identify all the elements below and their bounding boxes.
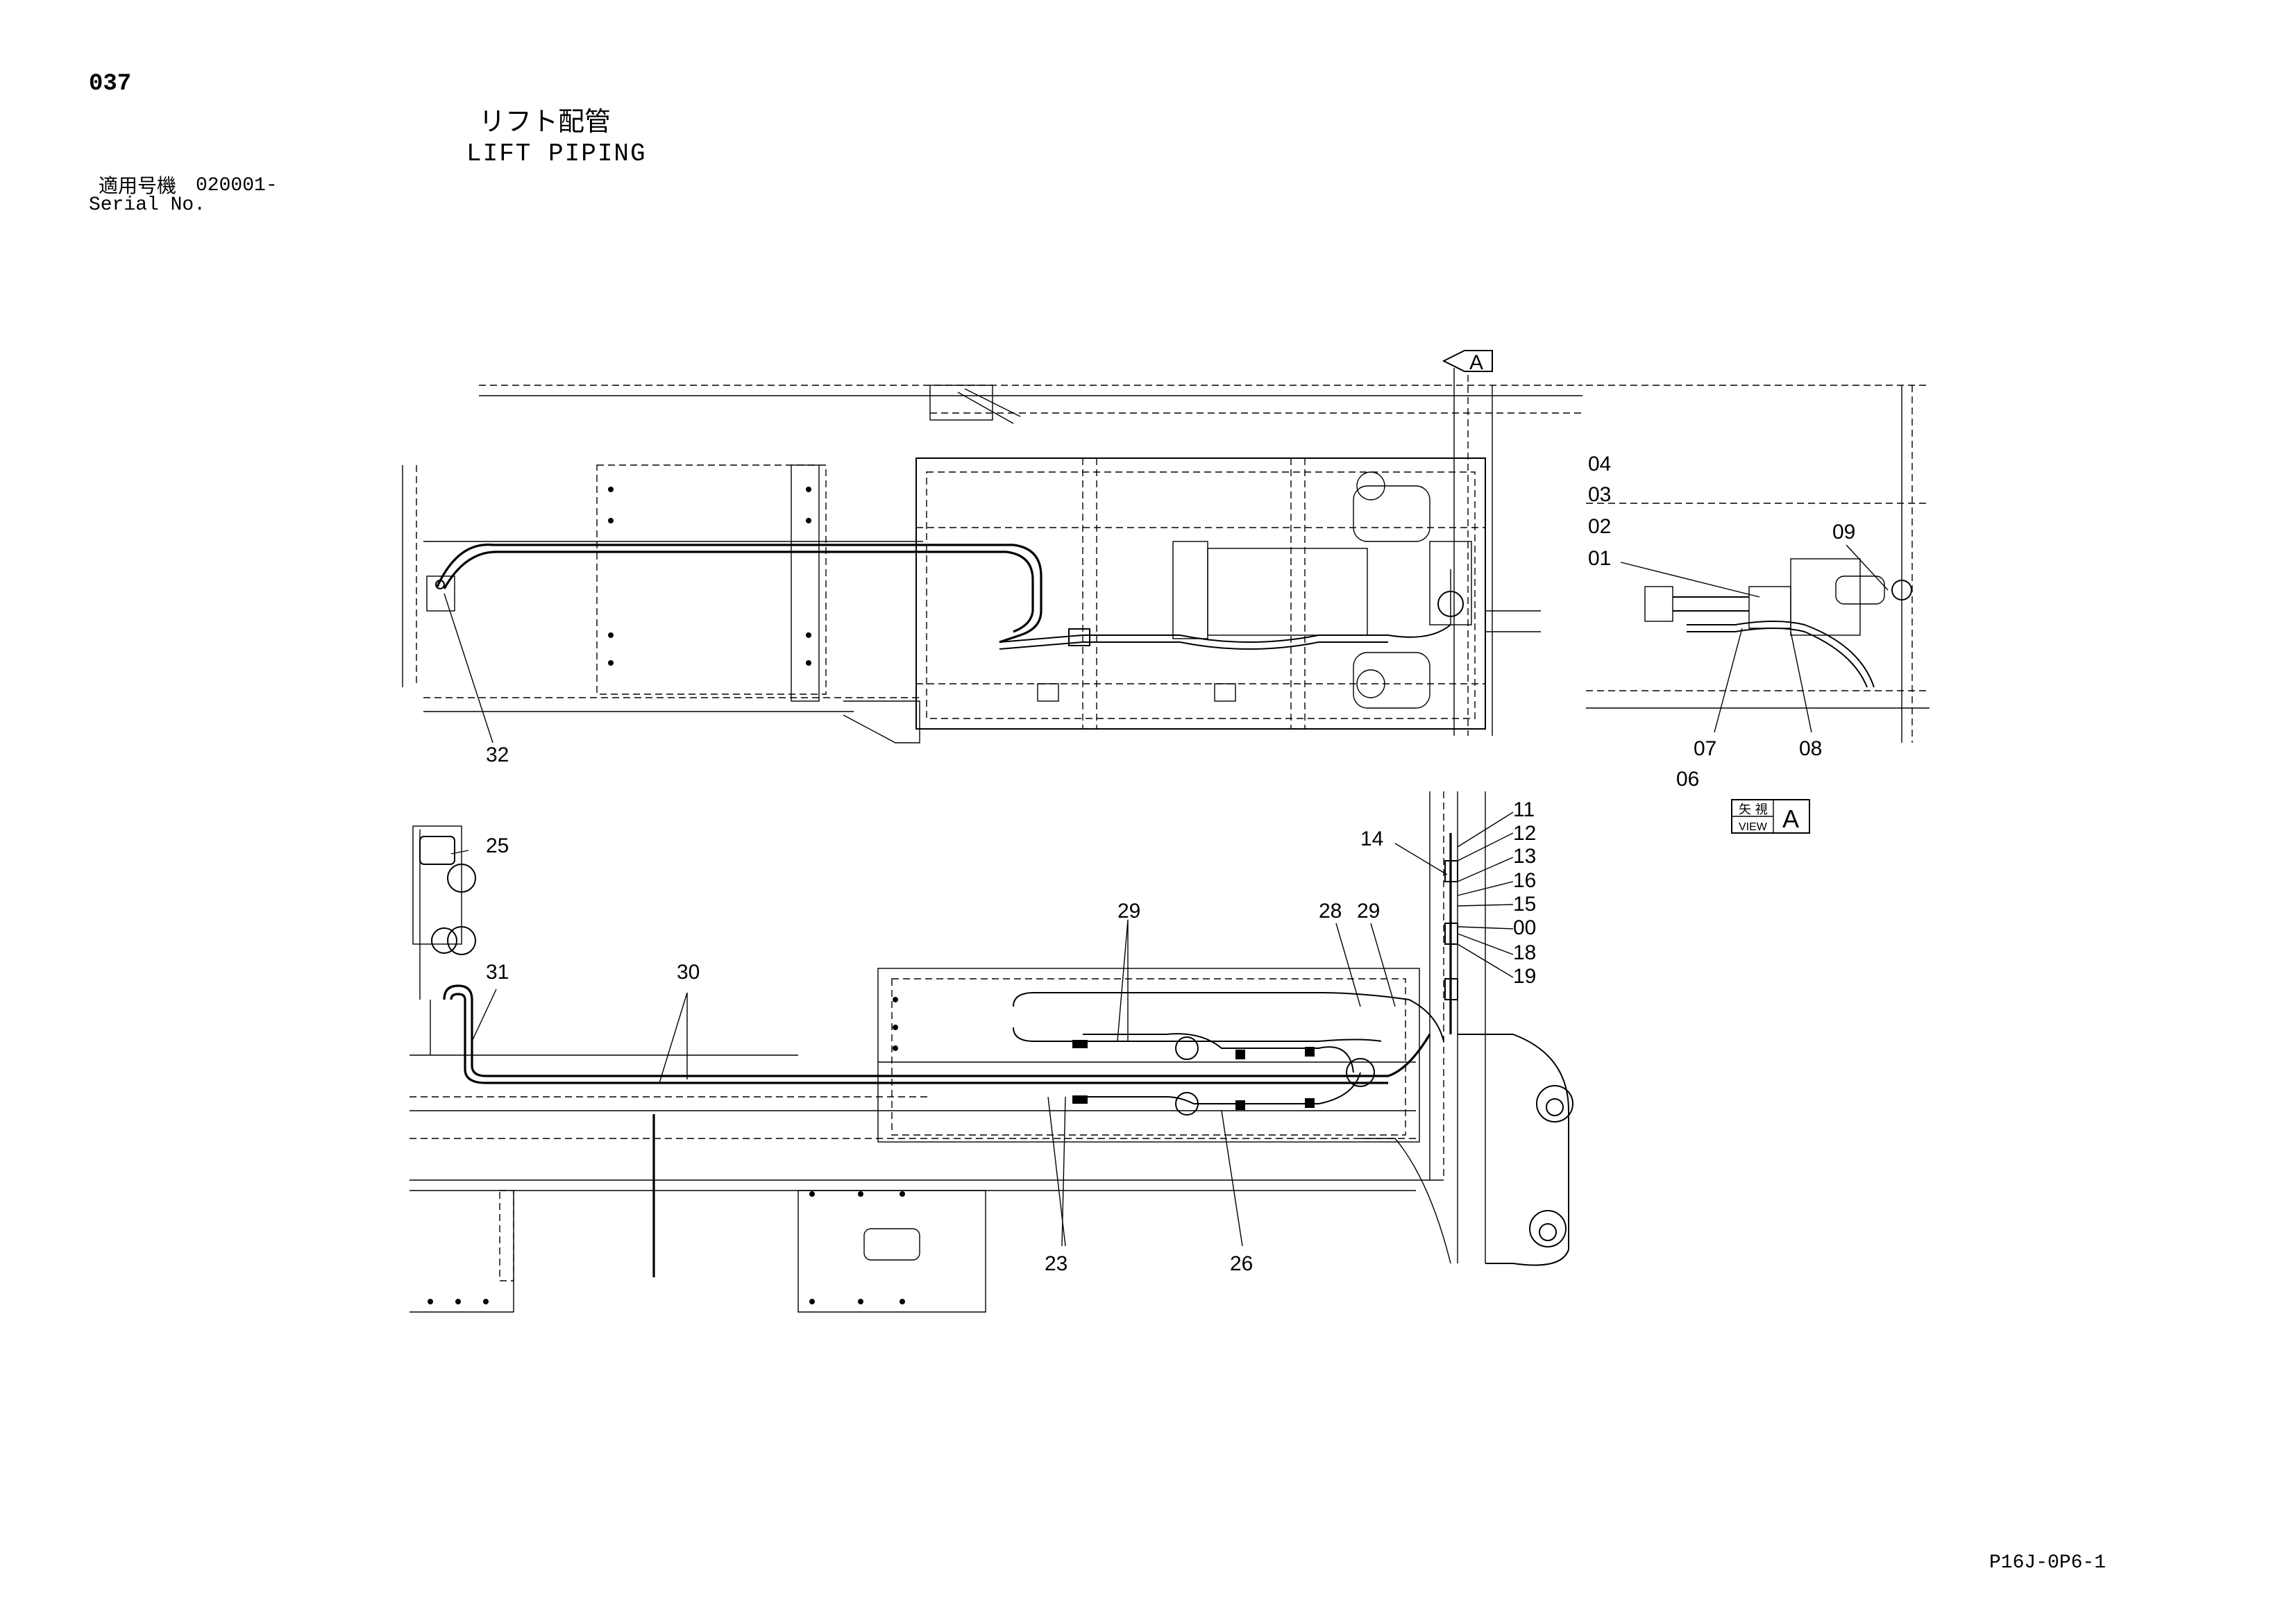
callout-11: 11 xyxy=(1513,798,1535,821)
lower-frame-view xyxy=(410,791,1573,1313)
callout-32: 32 xyxy=(486,743,509,766)
view-a-label-box: 矢 視 VIEW A xyxy=(1731,799,1810,834)
title-english: LIFT PIPING xyxy=(466,140,647,168)
view-box-label-en: VIEW xyxy=(1739,821,1768,833)
callout-25: 25 xyxy=(486,834,509,857)
callout-26: 26 xyxy=(1230,1252,1253,1275)
serial-code: 020001- xyxy=(196,175,278,196)
callout-14: 14 xyxy=(1360,827,1383,850)
callout-00: 00 xyxy=(1513,916,1536,939)
view-a-detail xyxy=(1586,385,1930,743)
callout-23: 23 xyxy=(1045,1252,1067,1275)
callout-04: 04 xyxy=(1588,453,1611,476)
callout-13: 13 xyxy=(1513,845,1536,868)
callout-08: 08 xyxy=(1799,737,1822,760)
callout-labels: 32 04 03 02 01 09 07 06 08 25 31 30 29 2… xyxy=(486,453,1855,1275)
callout-12: 12 xyxy=(1513,822,1536,845)
view-a-arrow: A xyxy=(1442,350,1493,374)
view-box-letter: A xyxy=(1782,805,1799,833)
callout-01: 01 xyxy=(1588,547,1611,570)
callout-29-right: 29 xyxy=(1357,900,1380,923)
callout-30: 30 xyxy=(677,961,700,984)
view-a-arrow-letter: A xyxy=(1469,351,1483,374)
serial-label-english: Serial No. xyxy=(89,194,206,216)
callout-03: 03 xyxy=(1588,483,1611,506)
callout-15: 15 xyxy=(1513,893,1536,916)
page-number: 037 xyxy=(89,71,132,97)
drawing-code: P16J-0P6-1 xyxy=(1989,1552,2107,1574)
callout-18: 18 xyxy=(1513,941,1536,964)
serial-label-japanese: 適用号機 xyxy=(99,174,177,197)
callout-02: 02 xyxy=(1588,515,1611,538)
leader-lines xyxy=(450,544,1889,1247)
callout-19: 19 xyxy=(1513,965,1536,988)
callout-09: 09 xyxy=(1832,521,1855,544)
upper-frame-view xyxy=(402,368,1582,743)
callout-31: 31 xyxy=(486,961,509,984)
callout-06: 06 xyxy=(1676,768,1699,791)
callout-29-left: 29 xyxy=(1117,900,1140,923)
callout-16: 16 xyxy=(1513,869,1536,892)
callout-28: 28 xyxy=(1319,900,1342,923)
title-japanese: リフト配管 xyxy=(479,106,611,137)
callout-07: 07 xyxy=(1694,737,1716,760)
view-box-label-jp: 矢 視 xyxy=(1739,802,1768,817)
